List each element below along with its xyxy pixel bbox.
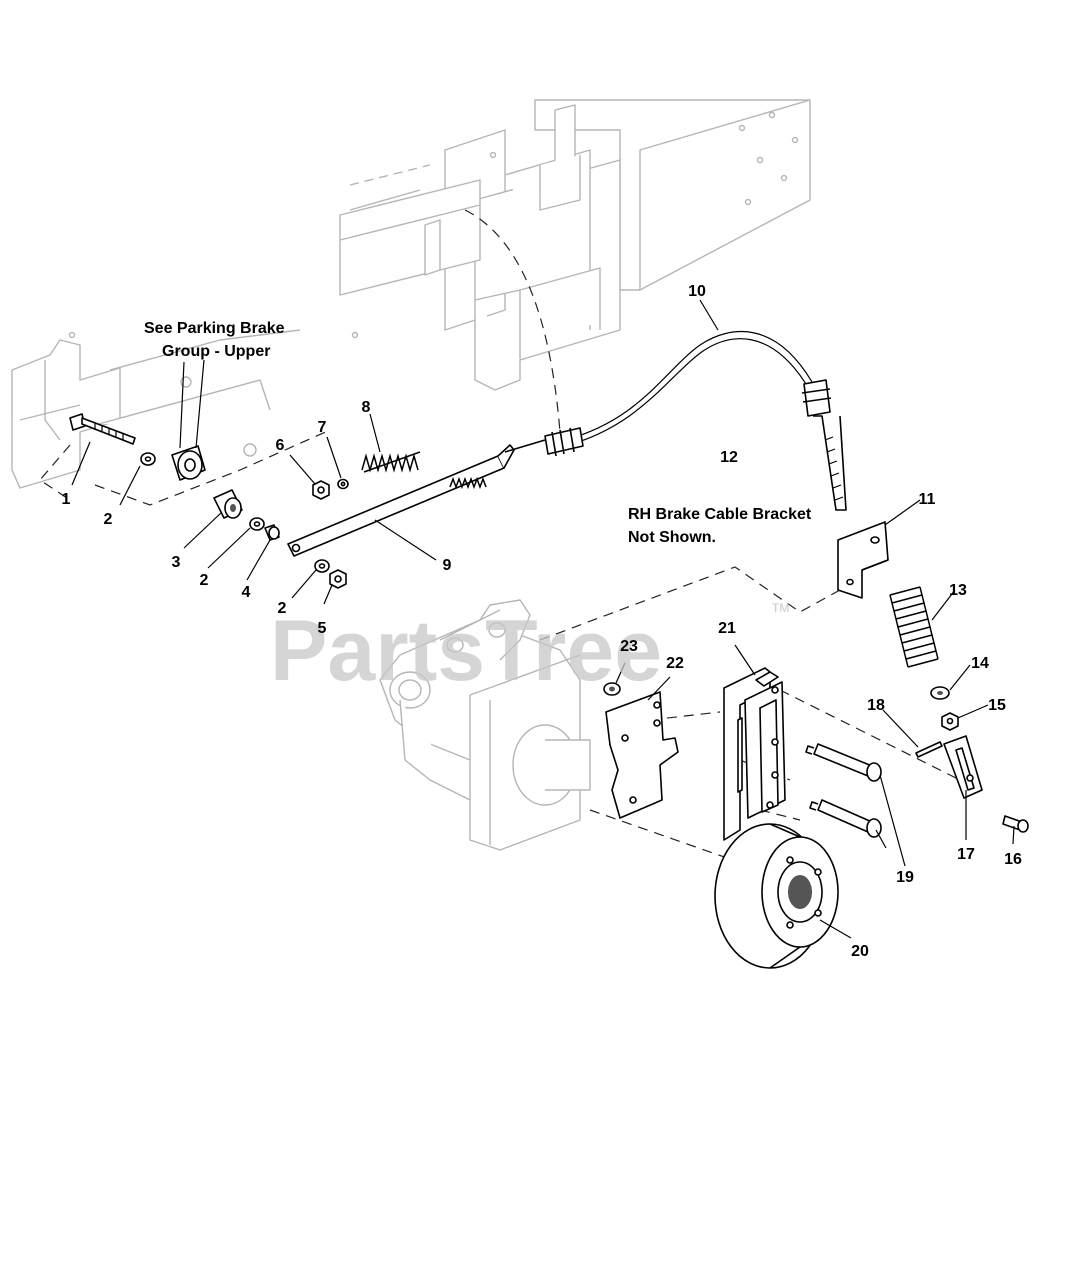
part-19-bolts bbox=[805, 743, 882, 838]
part-16-clevis-pin bbox=[1002, 815, 1029, 833]
callout-3: 3 bbox=[172, 554, 181, 571]
part-8-spring bbox=[361, 451, 421, 473]
callout-21: 21 bbox=[718, 620, 736, 637]
callout-1: 1 bbox=[62, 491, 71, 508]
watermark-trademark: TM bbox=[772, 601, 789, 615]
callout-23: 23 bbox=[620, 638, 638, 655]
note-parking-brake-line2: Group - Upper bbox=[162, 343, 270, 360]
part-10-brake-cable bbox=[544, 330, 847, 511]
callout-19: 19 bbox=[896, 869, 914, 886]
callout-14: 14 bbox=[971, 655, 989, 672]
parking-brake-pivot bbox=[171, 445, 206, 481]
leader-lines bbox=[71, 299, 1015, 939]
ghost-frame bbox=[11, 99, 811, 851]
part-15-nut bbox=[941, 712, 959, 731]
part-13-spring bbox=[889, 586, 939, 668]
callout-4: 4 bbox=[242, 584, 251, 601]
callout-22: 22 bbox=[666, 655, 684, 672]
callout-10: 10 bbox=[688, 283, 706, 300]
part-20-brake-disc bbox=[714, 823, 839, 969]
part-2-washers bbox=[140, 452, 330, 573]
part-7-washer bbox=[337, 478, 349, 490]
callouts: 1 2 3 2 4 2 5 6 7 8 9 10 11 12 13 14 15 … bbox=[62, 283, 1022, 960]
callout-5: 5 bbox=[318, 620, 327, 637]
note-rh-bracket-line2: Not Shown. bbox=[628, 529, 716, 546]
callout-12: 12 bbox=[720, 449, 738, 466]
callout-18: 18 bbox=[867, 697, 885, 714]
callout-2-upper: 2 bbox=[104, 511, 113, 528]
callout-16: 16 bbox=[1004, 851, 1022, 868]
part-3-bushing bbox=[213, 489, 243, 519]
watermark-text: PartsTree bbox=[270, 603, 662, 699]
part-22-mounting-plate bbox=[605, 691, 679, 819]
callout-9: 9 bbox=[443, 557, 452, 574]
callout-15: 15 bbox=[988, 697, 1006, 714]
callout-2-middle: 2 bbox=[200, 572, 209, 589]
part-6-nut bbox=[312, 480, 330, 500]
part-23-nut bbox=[603, 682, 621, 696]
callout-7: 7 bbox=[318, 419, 327, 436]
part-11-cable-bracket bbox=[837, 521, 889, 599]
callout-6: 6 bbox=[276, 437, 285, 454]
part-9-brake-rod bbox=[287, 439, 546, 557]
part-21-caliper bbox=[723, 667, 786, 841]
part-14-washer bbox=[930, 686, 950, 700]
part-18-cotter-pin bbox=[915, 741, 943, 758]
part-5-nut bbox=[329, 569, 347, 589]
callout-8: 8 bbox=[362, 399, 371, 416]
callout-17: 17 bbox=[957, 846, 975, 863]
notes: See Parking Brake Group - Upper RH Brake… bbox=[144, 320, 812, 546]
callout-11: 11 bbox=[919, 491, 936, 508]
part-17-clevis bbox=[943, 735, 983, 799]
part-4-spacer bbox=[264, 524, 280, 541]
callout-13: 13 bbox=[949, 582, 967, 599]
watermark: PartsTree TM bbox=[270, 601, 789, 699]
note-parking-brake-line1: See Parking Brake bbox=[144, 320, 285, 337]
callout-20: 20 bbox=[851, 943, 869, 960]
part-1-bolt bbox=[69, 413, 136, 445]
note-rh-bracket-line1: RH Brake Cable Bracket bbox=[628, 506, 812, 523]
callout-2-lower: 2 bbox=[278, 600, 287, 617]
